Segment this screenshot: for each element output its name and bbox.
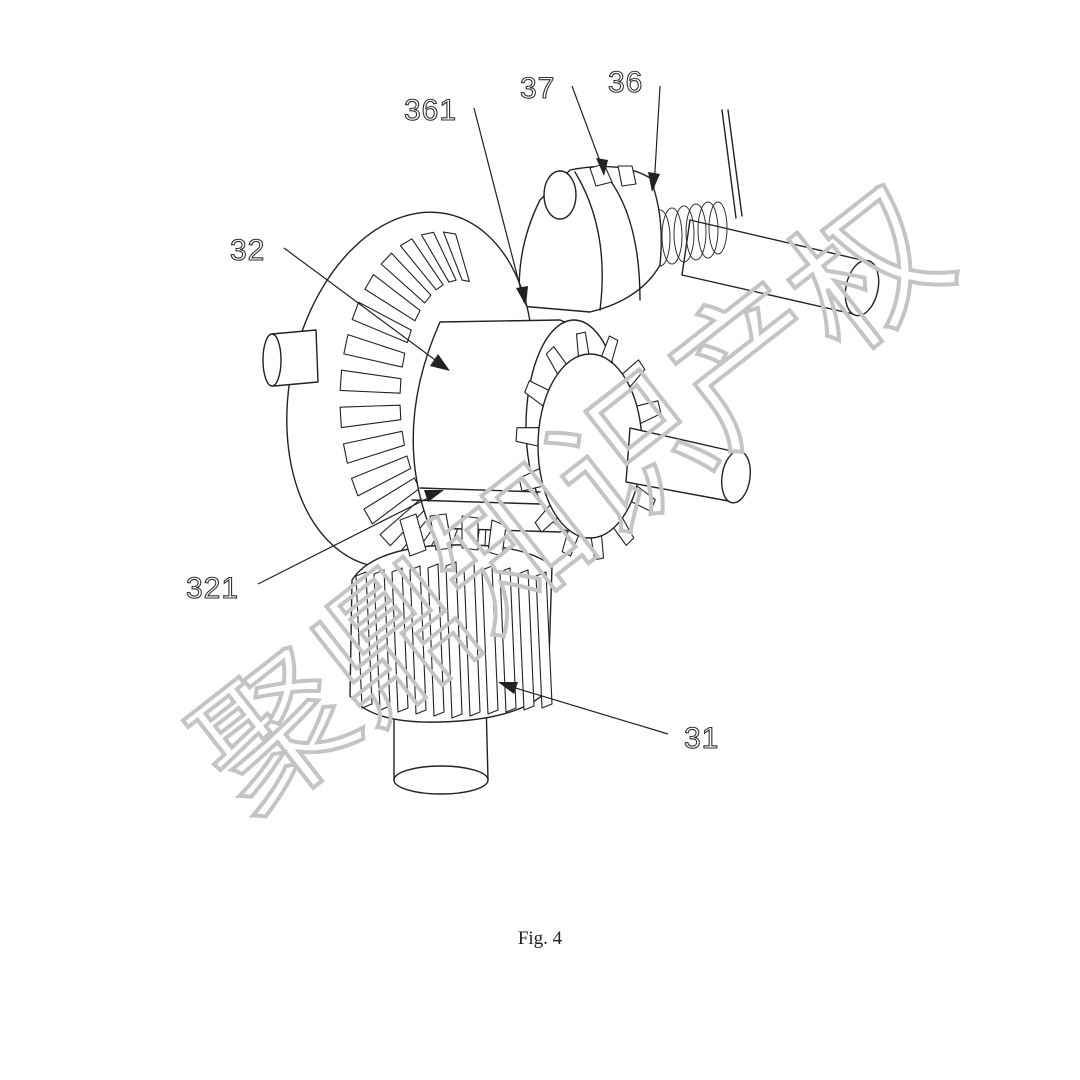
crown-gear-tooth [339, 404, 402, 429]
label-ref-321: 321 [186, 572, 239, 605]
pinion-tooth [427, 563, 445, 717]
crown-gear-tooth [351, 455, 412, 497]
crown-gear-tooth [380, 252, 432, 304]
pinion-tooth [391, 567, 409, 713]
pinion-tooth [355, 571, 373, 709]
crown-gear-tooth [343, 334, 406, 368]
label-ref-361: 361 [404, 94, 457, 127]
crown-gear-tooth [342, 430, 405, 464]
crown-gear-tooth [351, 301, 412, 344]
reference-leaders [257, 85, 669, 735]
label-ref-32: 32 [230, 234, 265, 267]
crown-gear-tooth [399, 238, 444, 291]
pinion-tooth [409, 565, 427, 715]
upper-bevel-gear-assembly [518, 109, 880, 317]
crown-gear-tooth [339, 369, 402, 394]
crown-gear-tooth [364, 274, 421, 322]
pinion-tooth [373, 569, 391, 711]
spur-gear-with-shaft [515, 331, 752, 561]
label-ref-36: 36 [608, 66, 643, 99]
pinion-tooth [517, 569, 535, 711]
pinion-tooth [463, 563, 481, 717]
figure-caption: Fig. 4 [517, 928, 563, 949]
label-ref-37: 37 [520, 72, 555, 105]
pinion-tooth [499, 567, 517, 713]
crown-gear-tooth [442, 231, 470, 283]
pinion-tooth [535, 571, 553, 709]
label-ref-31: 31 [684, 722, 719, 755]
helical-pinion-31 [349, 513, 553, 795]
pinion-tooth [481, 565, 499, 715]
pinion-tooth [445, 561, 463, 719]
crown-gear-tooth [420, 231, 457, 283]
